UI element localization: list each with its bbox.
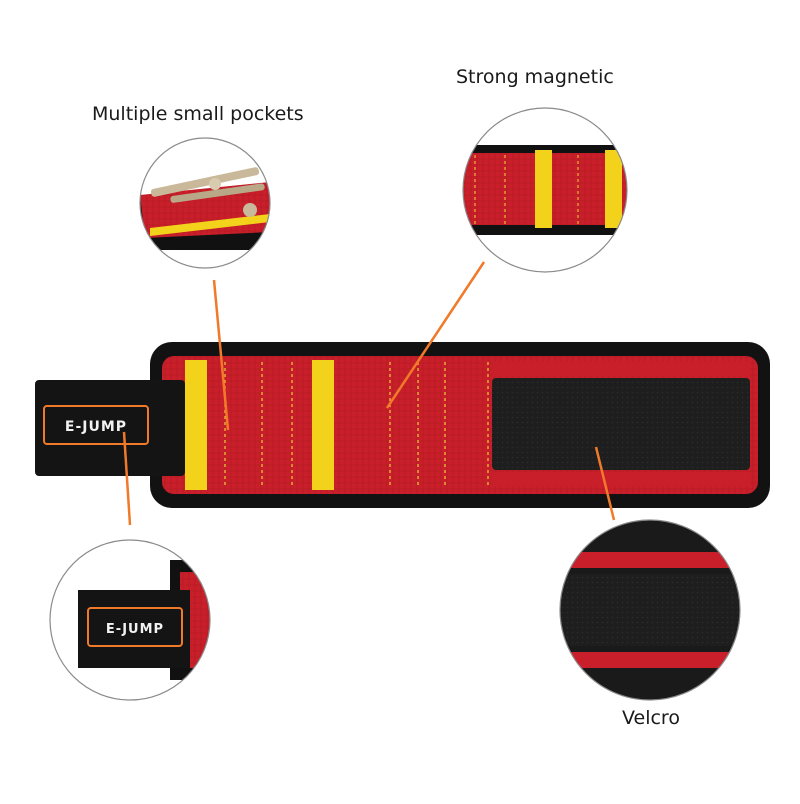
- callout-line-magnetic: [385, 261, 486, 409]
- callout-lines: [122, 261, 616, 526]
- pocket-stitches: [224, 362, 489, 488]
- logo-text-zoom: E-JUMP: [106, 622, 164, 637]
- velcro-bottom-edge: [492, 472, 750, 486]
- logo-text: E-JUMP: [65, 419, 127, 435]
- callout-line-velcro: [594, 446, 616, 521]
- zoom-circle-velcro: [559, 519, 741, 701]
- yellow-stripe: [312, 360, 334, 490]
- zoom-circle-pockets: [139, 137, 271, 269]
- velcro-top-edge: [492, 362, 750, 376]
- velcro-strip: [492, 378, 750, 470]
- callout-line-logo: [122, 431, 132, 526]
- label-pockets: Multiple small pockets: [92, 103, 304, 125]
- zoom-circle-logo: E-JUMP: [49, 539, 211, 701]
- label-magnetic: Strong magnetic: [456, 66, 614, 88]
- label-velcro: Velcro: [622, 707, 680, 729]
- main-wristband: E-JUMP: [35, 342, 770, 508]
- callout-line-pockets: [212, 279, 230, 431]
- yellow-stripe: [185, 360, 207, 490]
- logo-badge: [43, 405, 149, 445]
- zoom-circle-magnetic: [462, 107, 628, 273]
